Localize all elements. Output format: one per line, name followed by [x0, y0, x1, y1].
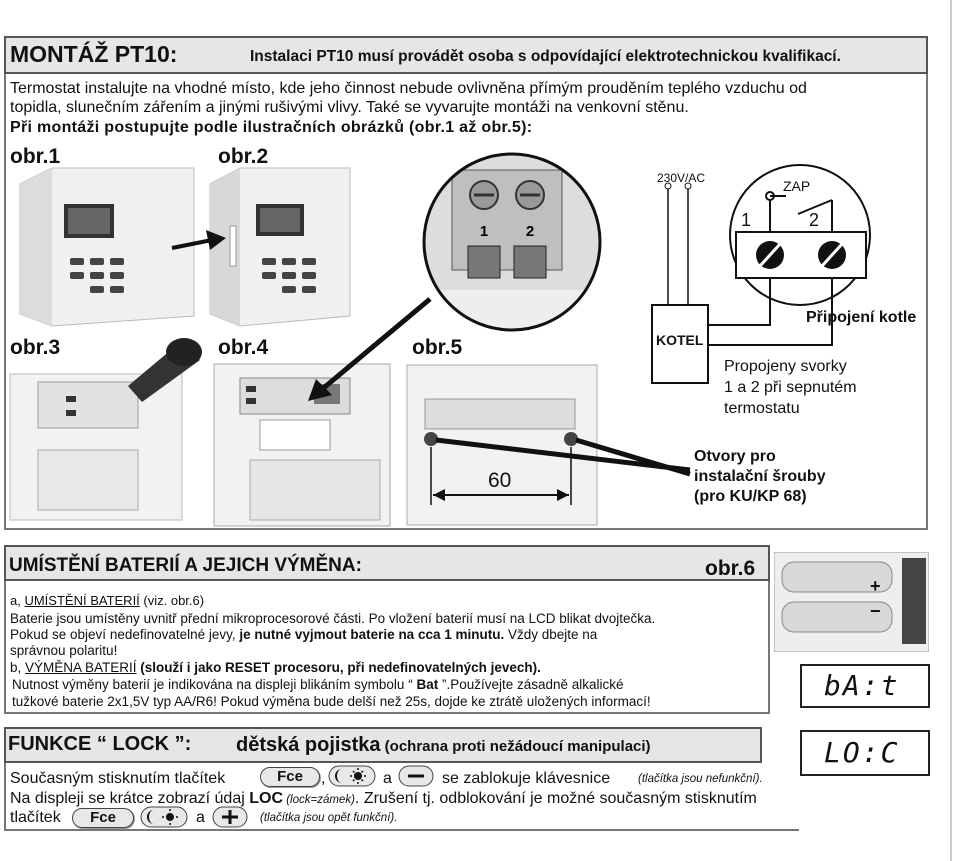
battery-header-bar	[4, 545, 770, 581]
battery-line4-bat: Bat	[416, 677, 439, 692]
lock-and-2: a	[196, 809, 205, 826]
lock-line1-note: (tlačítka jsou nefunkční).	[638, 773, 763, 785]
battery-b-line: b, VÝMĚNA BATERIÍ (slouží i jako RESET p…	[10, 661, 541, 675]
boiler-label: KOTEL	[656, 332, 704, 348]
battery-b-heading: VÝMĚNA BATERIÍ	[25, 660, 137, 675]
lock-title: FUNKCE “ LOCK ”:	[8, 733, 192, 755]
wiring-desc-line2: 1 a 2 při sepnutém	[724, 379, 857, 396]
lcd-bat-text: bA:t	[824, 669, 900, 702]
lock-subtitle: dětská pojistka (ochrana proti nežádoucí…	[236, 735, 651, 755]
lock-and-1: a	[383, 770, 392, 787]
lock-line1-end: se zablokuje klávesnice	[442, 770, 611, 787]
lock-line2-note: (lock=zámek)	[283, 794, 355, 806]
pointer-arrows	[435, 437, 691, 477]
battery-a-ref: (viz. obr.6)	[139, 593, 205, 608]
moon-sun-icon	[328, 765, 376, 787]
montaz-frame	[4, 74, 928, 530]
holes-note-line3: (pro KU/KP 68)	[694, 488, 807, 505]
base-plate-holes-illustration	[406, 364, 598, 526]
holes-note-line2: instalační šrouby	[694, 468, 826, 485]
battery-line2: Pokud se objeví nedefinovatelné jevy, je…	[10, 628, 597, 642]
figure-label-3: obr.3	[10, 336, 61, 359]
battery-a-prefix: a,	[10, 593, 25, 608]
battery-minus-sign: −	[870, 601, 881, 621]
terminal-number-2: 2	[526, 223, 534, 240]
lcd-loc-text: LO:C	[824, 736, 900, 769]
lock-line2-b: . Zrušení tj. odblokování je možné souča…	[354, 790, 757, 807]
montaz-header-bar	[4, 36, 928, 74]
switch-label: ZAP	[783, 178, 811, 194]
battery-line4-c: ”.Používejte zásadně alkalické	[438, 677, 624, 692]
lock-frame	[4, 763, 799, 831]
montaz-title: MONTÁŽ PT10:	[10, 41, 178, 67]
battery-line3: správnou polaritu!	[10, 643, 118, 658]
thermostat-open-base-illustration	[213, 363, 391, 527]
wiring-desc-line1: Propojeny svorky	[724, 358, 847, 375]
figure-label-6: obr.6	[705, 557, 756, 580]
key-fce-2: Fce	[72, 808, 134, 828]
figure-label-4: obr.4	[218, 336, 269, 359]
battery-line4: Nutnost výměny baterií je indikována na …	[12, 678, 624, 692]
zoom-pointer-arrow	[308, 297, 432, 401]
lock-line1-start: Současným stisknutím tlačítek	[10, 770, 226, 787]
thermostat-side-illustration	[171, 167, 351, 327]
battery-a-line: a, UMÍSTĚNÍ BATERIÍ (viz. obr.6)	[10, 594, 204, 607]
montaz-paragraph-line1: Termostat instalujte na vhodné místo, kd…	[10, 80, 807, 97]
plus-key-icon	[212, 806, 248, 828]
battery-title: UMÍSTĚNÍ BATERIÍ A JEJICH VÝMĚNA:	[9, 555, 362, 576]
lock-header-bar	[4, 727, 762, 763]
lock-line2: Na displeji se krátce zobrazí údaj LOC (…	[10, 791, 757, 807]
battery-line2-normal: Pokud se objeví nedefinovatelné jevy,	[10, 627, 240, 642]
key-fce-1: Fce	[260, 767, 320, 787]
minus-key-icon	[398, 765, 434, 787]
battery-line2-end: Vždy dbejte na	[504, 627, 598, 642]
figure-label-5: obr.5	[412, 336, 463, 359]
terminal-block-zoom: 1 2	[422, 152, 602, 332]
moon-sun-icon-2	[140, 806, 188, 828]
battery-plus-sign: +	[870, 576, 881, 596]
battery-frame	[4, 581, 770, 714]
contact-1-label: 1	[741, 210, 752, 230]
lcd-bat-display: bA:t	[800, 664, 930, 708]
thermostat-opening-illustration	[9, 338, 202, 521]
battery-line4-a: Nutnost výměny baterií je indikována na …	[12, 677, 417, 692]
battery-line1: Baterie jsou umístěny uvnitř přední mikr…	[10, 611, 656, 626]
lcd-loc-display: LO:C	[800, 730, 930, 776]
boiler-connection-title: Připojení kotle	[806, 309, 917, 326]
lock-line2-a: Na displeji se krátce zobrazí údaj	[10, 790, 250, 807]
lock-line3-note: (tlačítka jsou opět funkční).	[260, 812, 398, 824]
contact-2-label: 2	[809, 210, 820, 230]
lock-subtitle-note: (ochrana proti nežádoucí manipulaci)	[380, 738, 651, 755]
lock-subtitle-main: dětská pojistka	[236, 734, 381, 756]
hole-distance-label: 60	[488, 469, 512, 492]
battery-b-note: (slouží i jako RESET procesoru, při nede…	[136, 660, 541, 675]
wiring-desc-line3: termostatu	[724, 400, 800, 417]
page-edge-line	[950, 0, 952, 861]
terminal-number-1: 1	[480, 223, 488, 240]
battery-line2-bold: je nutné vyjmout baterie na cca 1 minutu…	[239, 627, 505, 642]
montaz-paragraph-line3: Při montáži postupujte podle ilustračníc…	[10, 119, 533, 136]
battery-a-heading: UMÍSTĚNÍ BATERIÍ	[24, 593, 140, 608]
qualification-note: Instalaci PT10 musí provádět osoba s odp…	[250, 48, 841, 65]
thermostat-front-illustration	[19, 167, 195, 327]
lock-line3-start: tlačítek	[10, 809, 61, 826]
figure-label-2: obr.2	[218, 145, 269, 168]
lock-line2-loc: LOC	[249, 790, 284, 807]
lock-comma: ,	[321, 770, 326, 787]
battery-line5: tužkové baterie 2x1,5V typ AA/R6! Pokud …	[12, 694, 651, 709]
battery-compartment-illustration	[774, 552, 929, 652]
figure-label-1: obr.1	[10, 145, 61, 168]
holes-note-line1: Otvory pro	[694, 448, 776, 465]
wiring-diagram	[651, 164, 920, 384]
battery-b-prefix: b,	[10, 660, 26, 675]
montaz-paragraph-line2: topidla, slunečním zářením a jinými ruši…	[10, 99, 689, 116]
supply-voltage-label: 230V/AC	[657, 171, 706, 185]
